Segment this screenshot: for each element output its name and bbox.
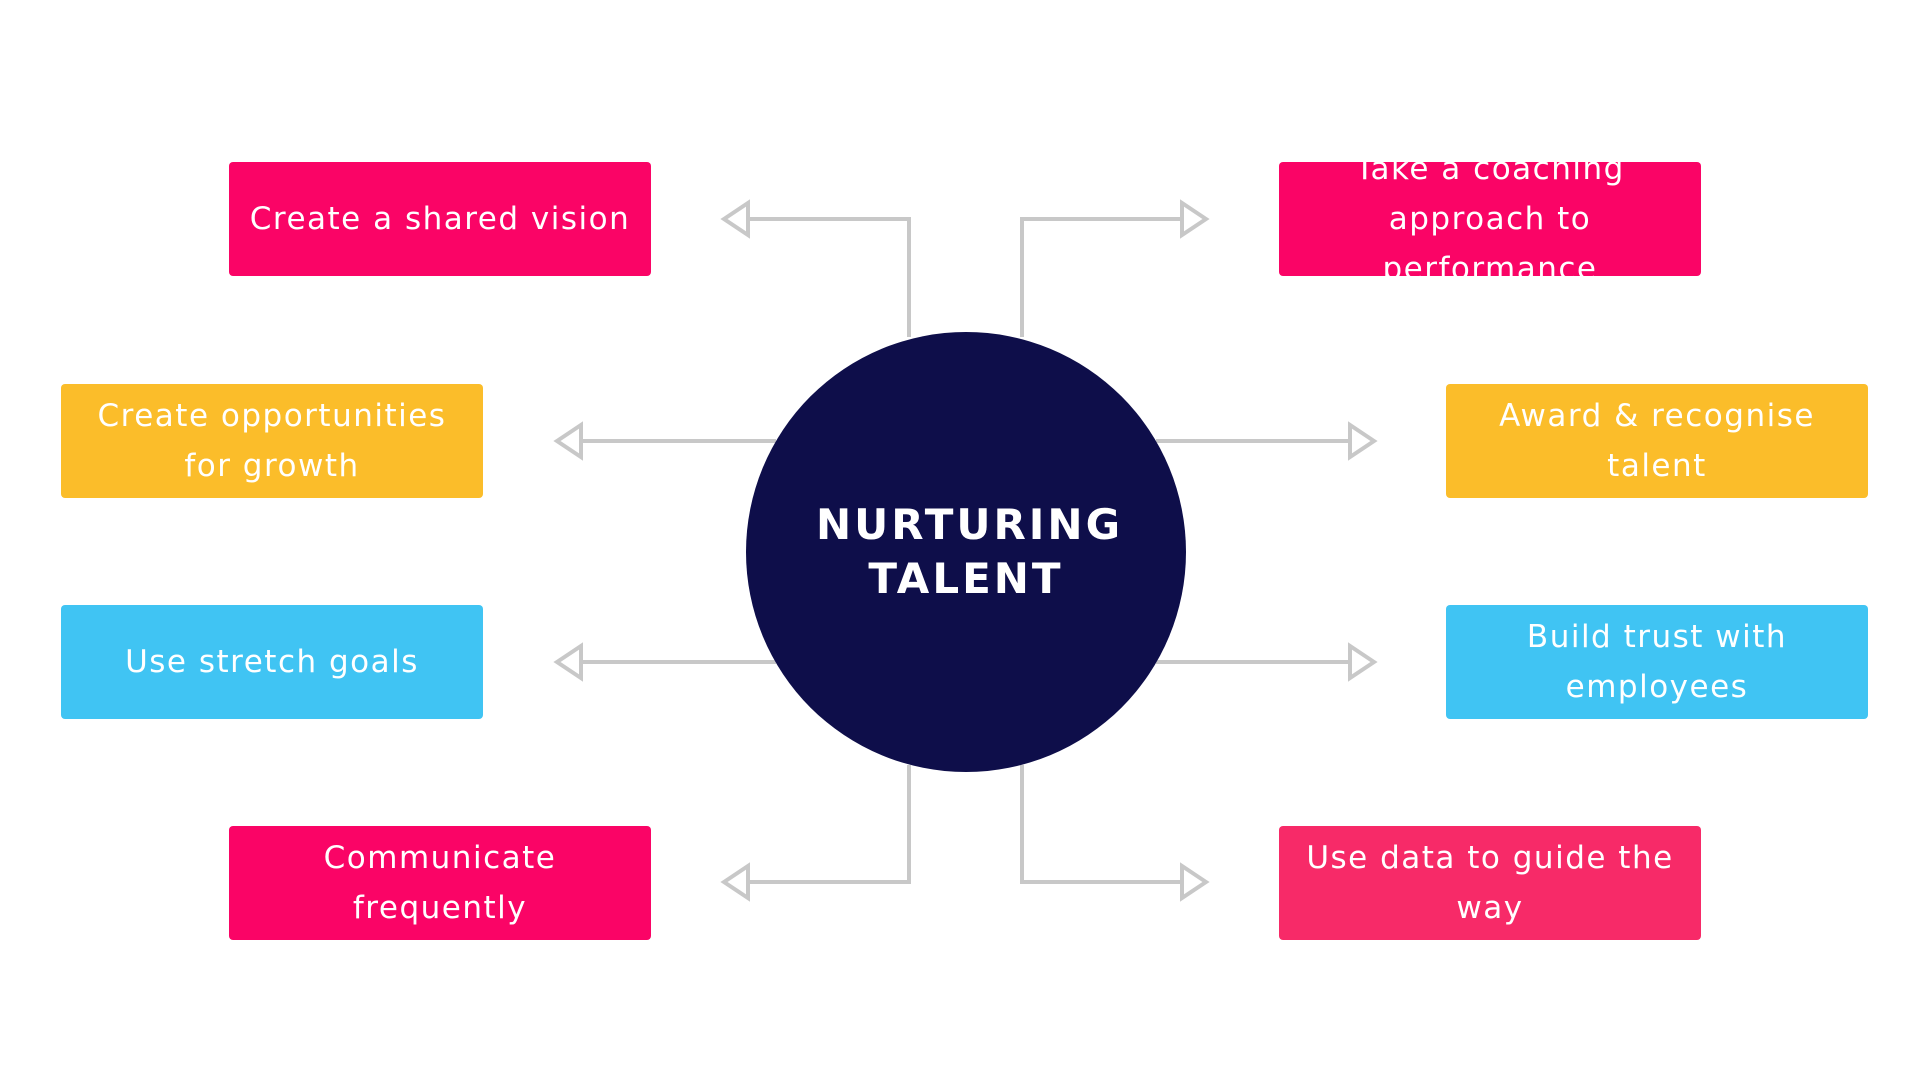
arrowhead-use-data — [1180, 862, 1210, 902]
node-label: Create a shared vision — [249, 201, 631, 237]
node-label: Build trust with employees — [1526, 619, 1788, 705]
node-create-opportunities: Create opportunities for growth — [61, 384, 483, 498]
connector-create-shared-vision — [746, 217, 911, 337]
node-label: Create opportunities for growth — [97, 398, 447, 484]
node-coaching-approach: Take a coaching approach to performance — [1279, 151, 1701, 287]
node-stretch-goals: Use stretch goals — [61, 605, 483, 719]
connector-use-data — [1020, 765, 1183, 884]
node-use-data: Use data to guide the way — [1279, 826, 1701, 940]
node-create-shared-vision: Create a shared vision — [229, 162, 651, 276]
node-award-recognise: Award & recognise talent — [1446, 384, 1868, 498]
node-label: Award & recognise talent — [1499, 398, 1815, 484]
arrowhead-stretch-goals — [553, 642, 583, 682]
connector-communicate-frequently — [746, 765, 911, 884]
arrowhead-build-trust — [1348, 642, 1378, 682]
arrowhead-create-shared-vision — [720, 199, 750, 239]
arrowhead-coaching-approach — [1180, 199, 1210, 239]
node-build-trust: Build trust with employees — [1446, 605, 1868, 719]
node-label: Communicate frequently — [323, 840, 557, 926]
arrowhead-communicate-frequently — [720, 862, 750, 902]
connector-coaching-approach — [1020, 217, 1183, 337]
node-label: Use data to guide the way — [1306, 840, 1674, 926]
node-label: Use stretch goals — [125, 644, 419, 680]
center-title: NURTURING TALENT — [816, 500, 1124, 603]
arrowhead-award-recognise — [1348, 421, 1378, 461]
center-circle: NURTURING TALENT — [746, 332, 1186, 772]
node-communicate-frequently: Communicate frequently — [229, 826, 651, 940]
node-label: Take a coaching approach to performance — [1355, 151, 1625, 287]
arrowhead-create-opportunities — [553, 421, 583, 461]
